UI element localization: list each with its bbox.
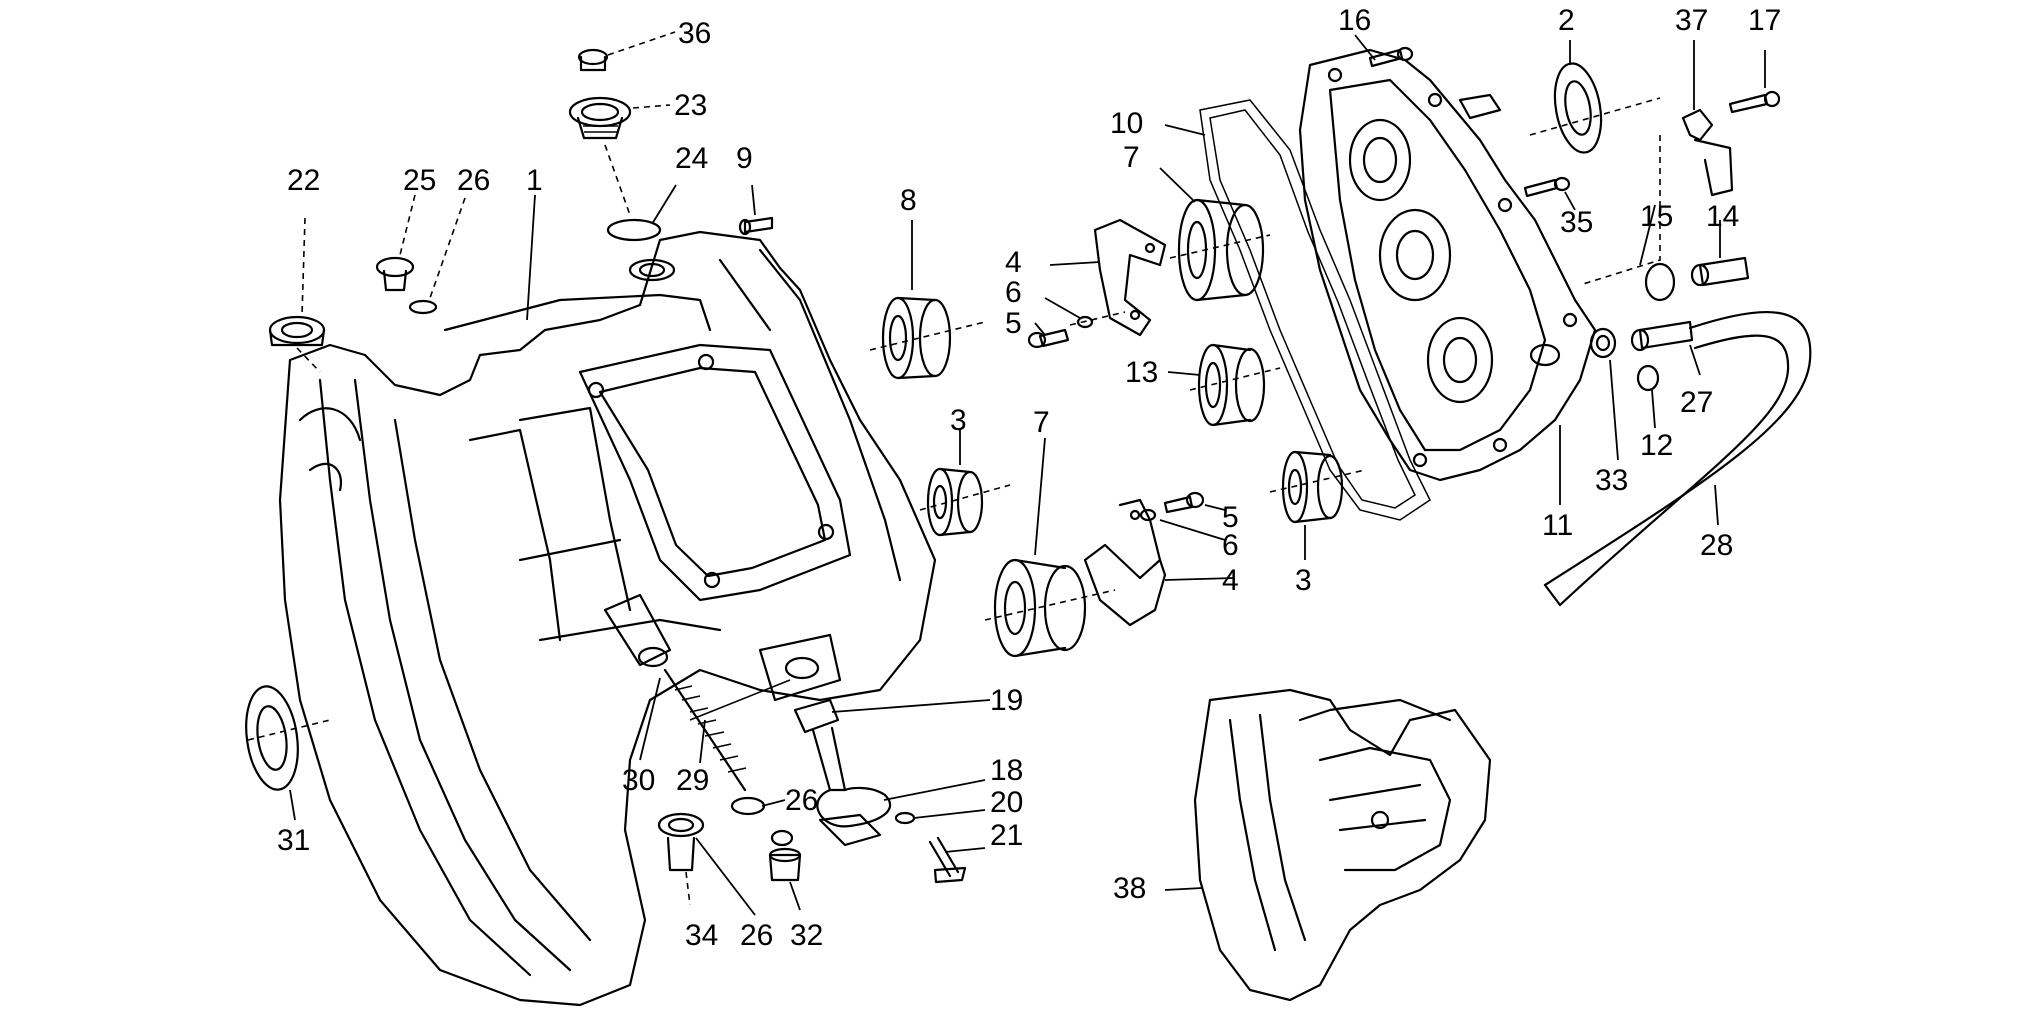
part-23-filler-plug: [568, 96, 671, 216]
part-3-bearing-right: [1269, 450, 1366, 560]
part-3-bearing-left: [919, 430, 1011, 537]
callout-13: 13: [1125, 356, 1158, 389]
callout-26-mid: 26: [785, 784, 818, 817]
callout-16: 16: [1338, 4, 1371, 37]
part-26-washer-top: [408, 197, 466, 315]
part-35-screw: [1523, 176, 1576, 211]
callout-3-right: 3: [1295, 564, 1312, 597]
part-7-bearing-upper: [1159, 167, 1271, 302]
callout-numbers: 36 23 24 9 22 25 26 1 8 10 7 4 6 5 13 3 …: [277, 4, 1781, 952]
part-2-seal: [1529, 40, 1661, 154]
leader-1: [526, 194, 536, 321]
callout-21: 21: [990, 819, 1023, 852]
callout-33: 33: [1595, 464, 1628, 497]
part-8-bearing: [869, 220, 986, 380]
callout-38: 38: [1113, 872, 1146, 905]
callout-1: 1: [526, 164, 543, 197]
part-37-bracket: [1579, 40, 1734, 286]
callout-9: 9: [736, 142, 753, 175]
callout-35: 35: [1560, 206, 1593, 239]
part-38-assembled-housing: [1164, 688, 1492, 1002]
callout-5-lower: 5: [1222, 501, 1239, 534]
callout-12: 12: [1640, 429, 1673, 462]
callout-11: 11: [1542, 509, 1573, 542]
callout-17: 17: [1748, 4, 1781, 37]
callout-22: 22: [287, 164, 320, 197]
part-29-30-spring: [639, 668, 791, 792]
part-36-plug: [577, 31, 676, 72]
callout-20: 20: [990, 786, 1023, 819]
part-28-hose: [1543, 310, 1812, 607]
callout-24: 24: [675, 142, 708, 175]
callout-26-bottom: 26: [740, 919, 773, 952]
callout-4-lower: 4: [1222, 564, 1239, 597]
callout-25: 25: [403, 164, 436, 197]
callout-7-upper: 7: [1123, 141, 1140, 174]
callout-7-lower: 7: [1033, 406, 1050, 439]
part-4-bracket-upper: [1049, 218, 1167, 337]
gearbox-housing: [278, 230, 937, 1007]
part-16-bolt: [1354, 34, 1414, 68]
part-5-6-screw-upper: [1027, 297, 1126, 349]
part-17-screw: [1728, 50, 1781, 114]
part-7-bearing-lower: [984, 437, 1116, 658]
callout-31: 31: [277, 824, 310, 857]
callout-19: 19: [990, 684, 1023, 717]
part-22-seal: [268, 217, 326, 373]
part-25-breather: [375, 194, 416, 292]
callout-3-left: 3: [950, 404, 967, 437]
part-26-washer-lower: [730, 796, 786, 816]
part-24-o-ring: [606, 184, 677, 242]
part-12-27-33-connector: [1589, 320, 1701, 461]
callout-10: 10: [1110, 107, 1143, 140]
part-31-seal: [245, 685, 331, 821]
callout-27: 27: [1680, 386, 1713, 419]
callout-23: 23: [674, 89, 707, 122]
callout-2: 2: [1558, 4, 1575, 37]
callout-6-lower: 6: [1222, 529, 1239, 562]
callout-8: 8: [900, 184, 917, 217]
part-14-15-fitting: [1639, 204, 1750, 302]
callout-37: 37: [1675, 4, 1708, 37]
part-34-plug: [657, 812, 756, 916]
callout-4-upper: 4: [1005, 246, 1022, 279]
part-5-6-screw-lower: [1139, 491, 1226, 541]
part-32-plug: [768, 829, 802, 911]
callout-36: 36: [678, 17, 711, 50]
callout-15: 15: [1640, 200, 1673, 233]
callout-5-upper: 5: [1005, 307, 1022, 340]
callout-26-top: 26: [457, 164, 490, 197]
callout-14: 14: [1706, 200, 1739, 233]
callout-32: 32: [790, 919, 823, 952]
part-18-19-selector: [793, 698, 991, 884]
callout-30: 30: [622, 764, 655, 797]
callout-28: 28: [1700, 529, 1733, 562]
part-10-gasket: [1164, 99, 1431, 521]
callout-6-upper: 6: [1005, 276, 1022, 309]
callout-18: 18: [990, 754, 1023, 787]
part-4-bracket-lower: [1083, 498, 1236, 627]
part-9-pin: [738, 184, 774, 236]
part-13-bearing: [1167, 343, 1281, 427]
callout-34: 34: [685, 919, 718, 952]
callout-29: 29: [676, 764, 709, 797]
part-11-rear-cover: [1298, 48, 1597, 505]
